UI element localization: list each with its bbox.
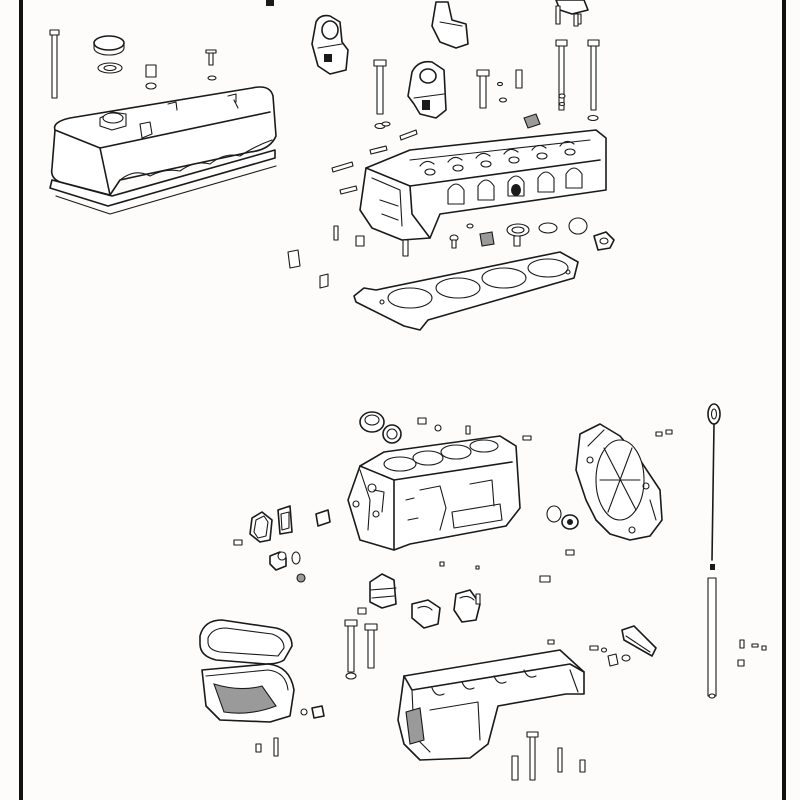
breather-fitting [145,49,217,90]
cylinder-head-gasket [353,251,579,331]
block-cover-gaskets [233,505,331,546]
upper-oil-pan [397,649,585,761]
valve-cover-stud [49,29,60,99]
seal-rings [269,505,579,583]
bracket-screws [589,639,767,667]
valve-cover [49,86,277,215]
block-small-fittings [417,417,532,441]
drain-plug [255,705,325,757]
camshaft-bearing-bracket [311,14,349,75]
small-washers [381,81,566,129]
rocker-arm-bracket-center [407,60,447,119]
cylinder-head-bolt [373,5,600,130]
oil-filler-cap [93,35,125,74]
timing-case-cover [575,423,663,541]
engine-block [347,435,521,551]
oil-pan-gasket [199,619,293,665]
head-stud-pins [331,129,418,195]
dowel-pins-and-seals [287,217,615,289]
oil-pan-screws [511,639,586,781]
cylinder-head [359,129,607,241]
mounting-bracket [621,625,657,657]
cover-screws [655,429,673,437]
frame-border [19,0,786,800]
oil-dipstick [707,403,721,699]
lower-oil-sump [201,663,295,723]
oil-pan-bolts [344,619,378,680]
filter-housing-bushing [357,573,397,615]
main-bearing-cap [411,589,481,629]
core-plug [359,411,402,444]
